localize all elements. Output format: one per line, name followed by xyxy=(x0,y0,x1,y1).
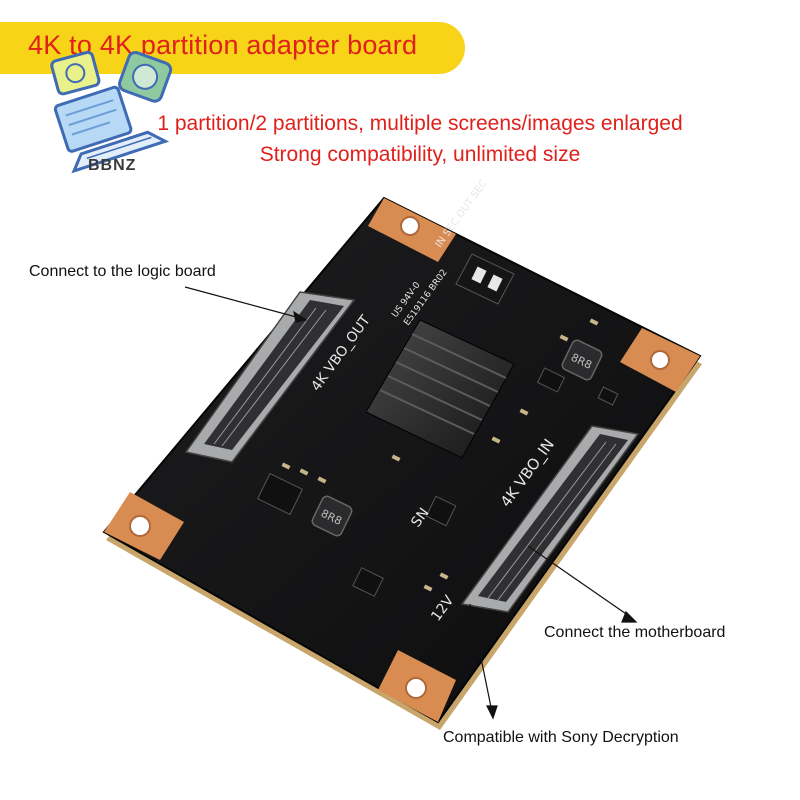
mounting-pad-top xyxy=(368,198,456,262)
laptop-logo-icon xyxy=(50,50,173,174)
leader-line-sony xyxy=(469,603,493,713)
inductor-top: 8R8 xyxy=(561,339,603,381)
mounting-pad-left xyxy=(104,492,184,560)
inductor-bottom: 8R8 xyxy=(311,495,353,537)
dip-switch xyxy=(455,253,515,305)
vbo-in-connector xyxy=(460,425,640,613)
subtitle-line-1: 1 partition/2 partitions, multiple scree… xyxy=(157,112,683,135)
heatsink xyxy=(365,319,515,459)
logo-wordmark: BBNZ xyxy=(88,157,137,174)
leader-line-logic-board xyxy=(184,286,301,319)
mounting-pad-bottom xyxy=(378,650,456,722)
vbo-out-connector xyxy=(184,291,356,463)
callout-logic-board: Connect to the logic board xyxy=(29,263,216,280)
leader-line-motherboard xyxy=(527,545,633,619)
subtitle-line-2: Strong compatibility, unlimited size xyxy=(259,143,581,166)
mounting-pad-right xyxy=(620,328,700,392)
callout-motherboard: Connect the motherboard xyxy=(544,624,726,641)
callout-sony: Compatible with Sony Decryption xyxy=(443,729,679,746)
